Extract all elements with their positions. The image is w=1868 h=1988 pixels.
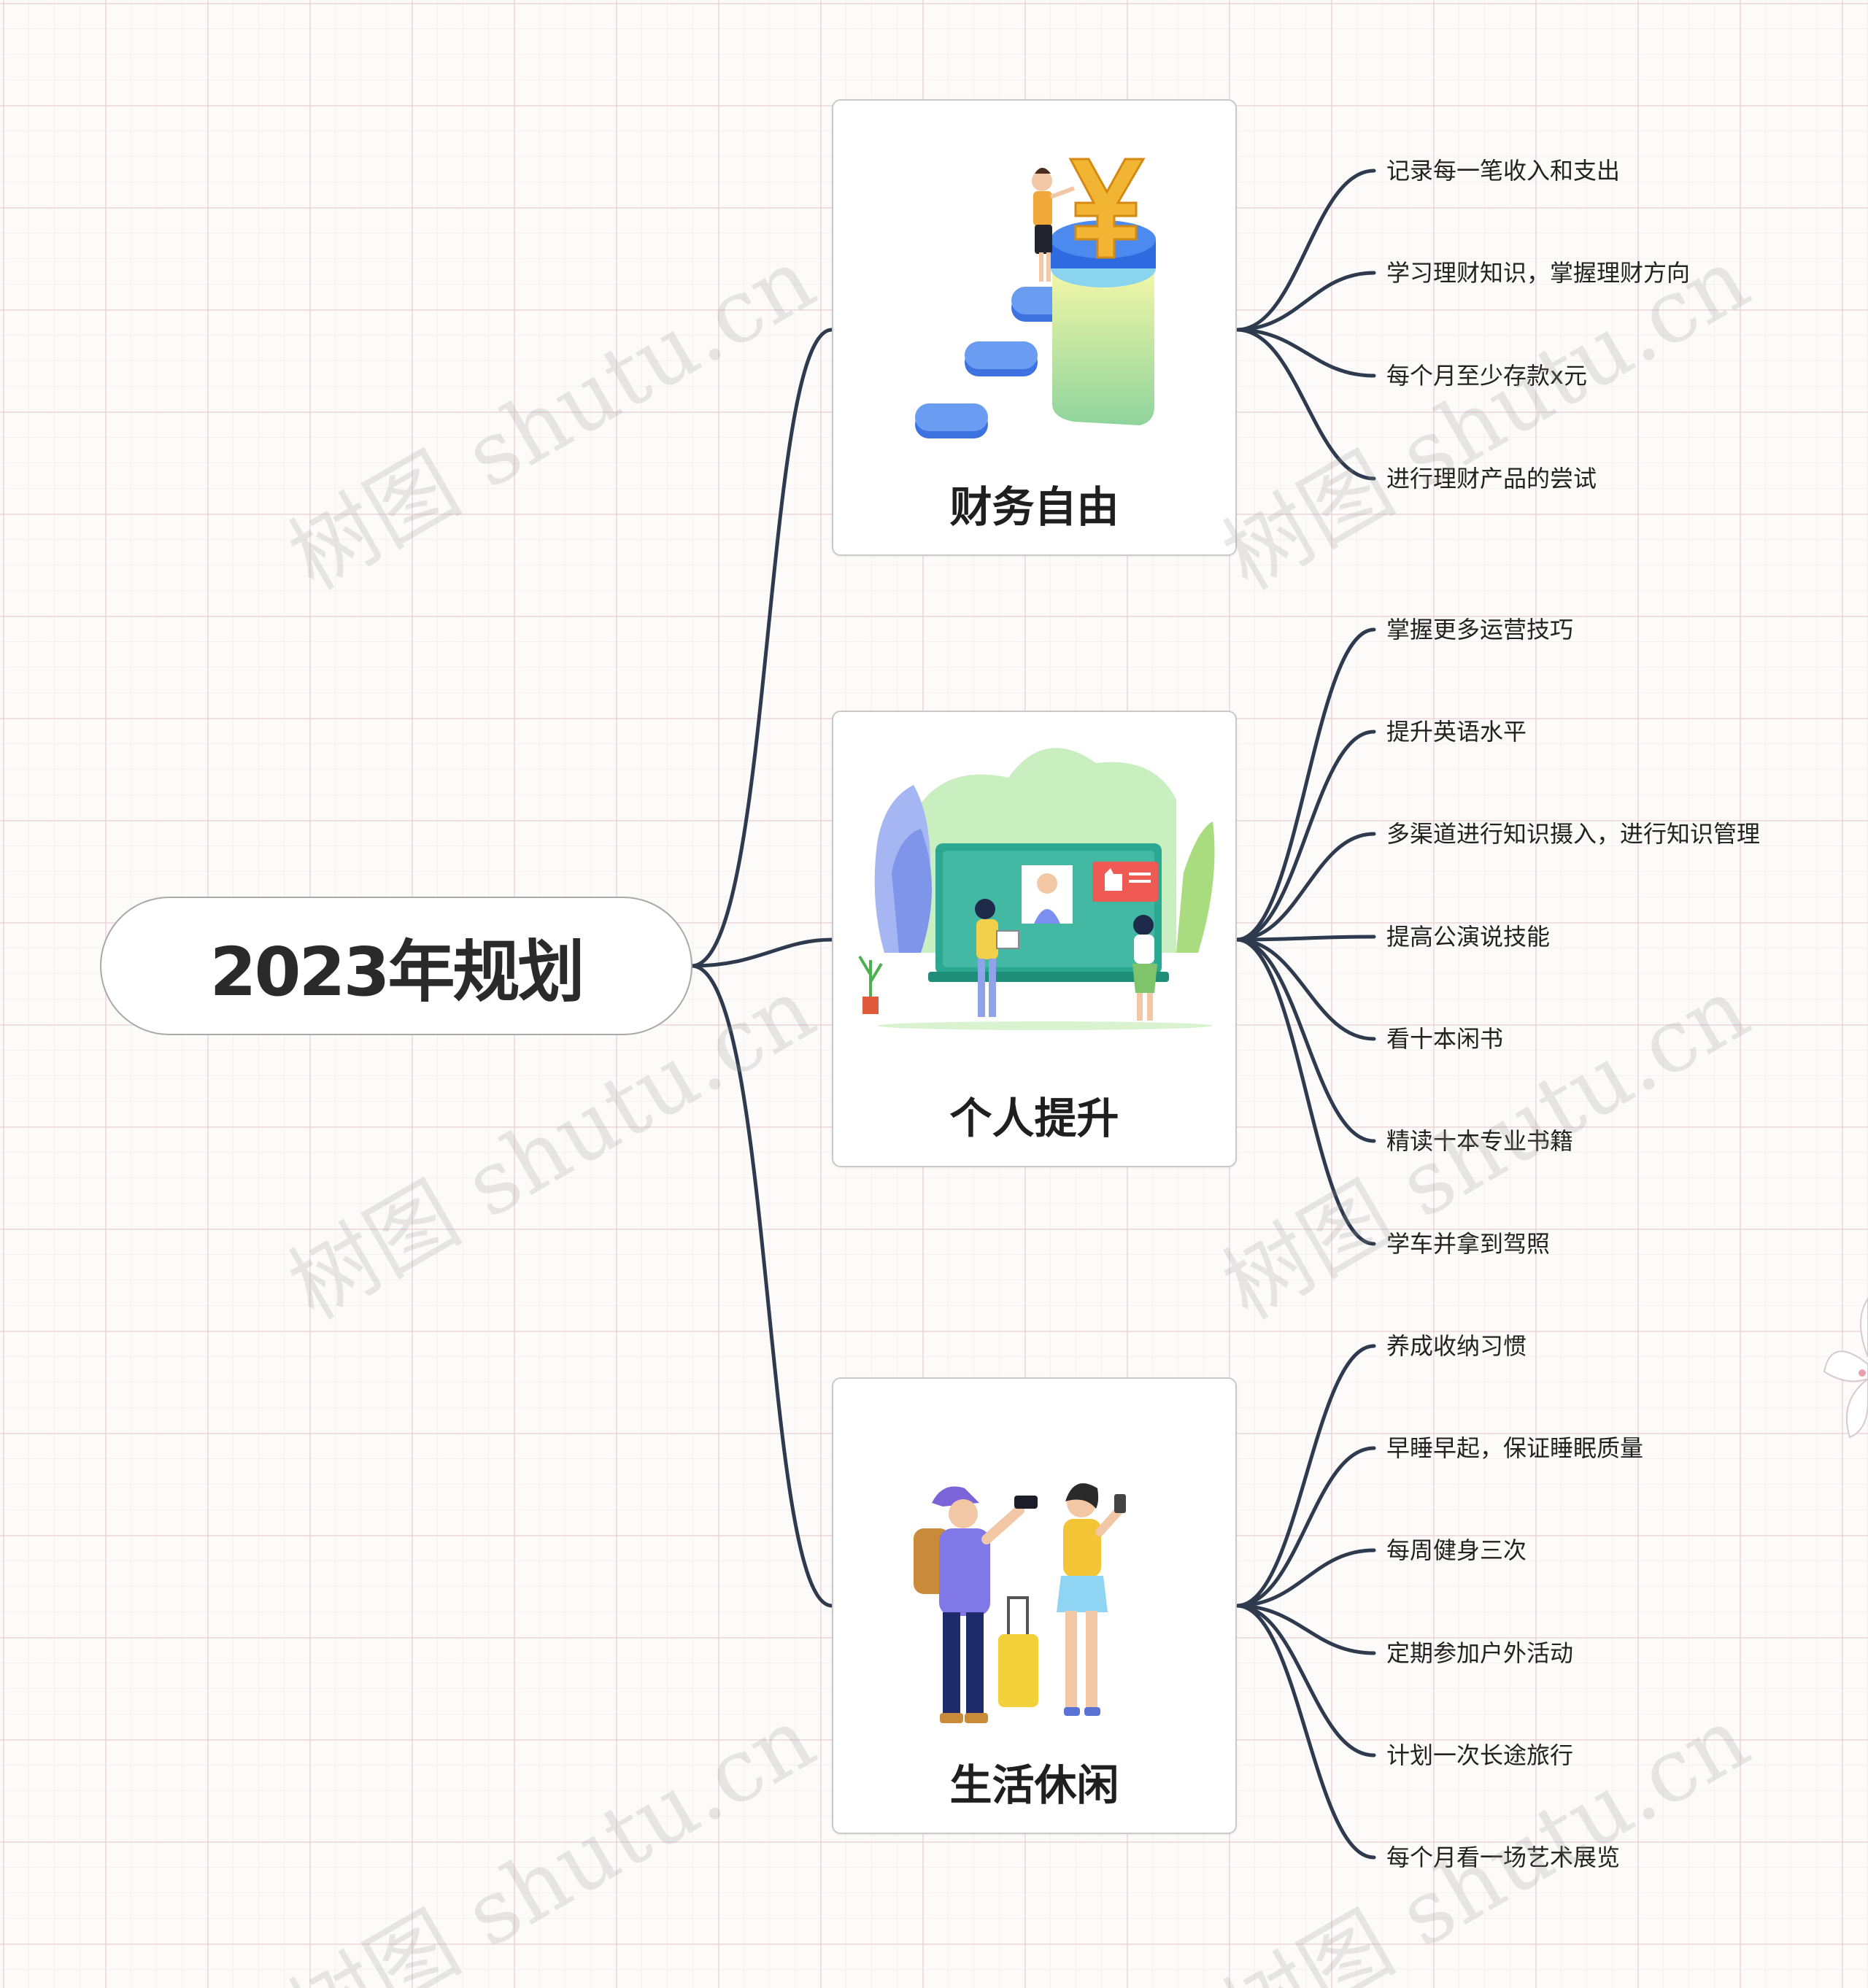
leaf-item[interactable]: 记录每一笔收入和支出 bbox=[1386, 157, 1621, 185]
branch-title: 财务自由 bbox=[949, 482, 1119, 532]
leaf-item[interactable]: 提升英语水平 bbox=[1386, 718, 1527, 746]
leaf-item[interactable]: 看十本闲书 bbox=[1386, 1025, 1504, 1053]
root-title: 2023年规划 bbox=[209, 932, 584, 1011]
presentation-board-icon bbox=[858, 748, 1215, 1030]
leaf-item[interactable]: 定期参加户外活动 bbox=[1386, 1639, 1574, 1667]
leaf-item[interactable]: 学车并拿到驾照 bbox=[1386, 1230, 1551, 1258]
branch-card-growth[interactable]: 个人提升 bbox=[832, 711, 1237, 1167]
leaf-item[interactable]: 掌握更多运营技巧 bbox=[1386, 616, 1574, 643]
watermark-text: 树图 shutu.cn bbox=[273, 1687, 831, 1988]
leaf-item[interactable]: 养成收纳习惯 bbox=[1386, 1332, 1527, 1360]
leaf-item[interactable]: 精读十本专业书籍 bbox=[1386, 1127, 1574, 1155]
travelers-icon bbox=[914, 1483, 1126, 1723]
leaf-item[interactable]: 每周健身三次 bbox=[1386, 1536, 1527, 1564]
watermark-text: 树图 shutu.cn bbox=[273, 228, 831, 610]
finance-coins-icon bbox=[915, 158, 1156, 438]
branch-title: 生活休闲 bbox=[949, 1760, 1119, 1810]
leaf-item[interactable]: 提高公演说技能 bbox=[1386, 923, 1551, 951]
leaf-item[interactable]: 进行理财产品的尝试 bbox=[1386, 465, 1597, 492]
branch-card-finance[interactable]: 财务自由 bbox=[832, 99, 1237, 556]
leaf-item[interactable]: 每个月至少存款x元 bbox=[1386, 362, 1587, 390]
root-node[interactable]: 2023年规划 bbox=[100, 897, 692, 1035]
branch-title: 个人提升 bbox=[949, 1094, 1119, 1143]
leaf-item[interactable]: 多渠道进行知识摄入，进行知识管理 bbox=[1386, 820, 1761, 848]
branch-card-leisure[interactable]: 生活休闲 bbox=[832, 1377, 1237, 1834]
leaf-item[interactable]: 每个月看一场艺术展览 bbox=[1386, 1844, 1621, 1871]
flower-decoration-icon bbox=[1823, 1297, 1868, 1439]
watermark-text: 树图 shutu.cn bbox=[1207, 1687, 1765, 1988]
leaf-item[interactable]: 计划一次长途旅行 bbox=[1386, 1741, 1574, 1769]
leaf-item[interactable]: 学习理财知识，掌握理财方向 bbox=[1386, 259, 1691, 287]
leaf-item[interactable]: 早睡早起，保证睡眠质量 bbox=[1386, 1434, 1644, 1462]
